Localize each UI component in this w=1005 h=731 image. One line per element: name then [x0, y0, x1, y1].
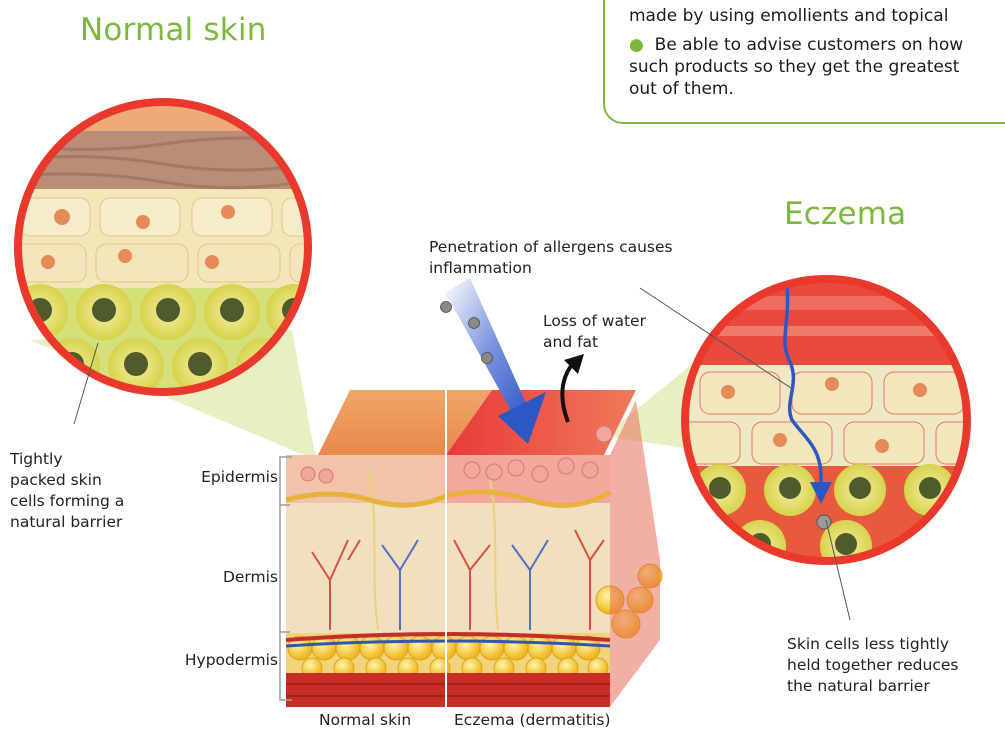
- label-dermis: Dermis: [223, 567, 278, 588]
- label-water-line-2: and fat: [543, 332, 646, 353]
- textbox-line-2-text: Be able to advise customers on how: [655, 35, 963, 55]
- label-allergens-line-1: Penetration of allergens causes: [429, 237, 673, 258]
- label-loose-line-2: held together reduces: [787, 655, 958, 676]
- label-tight-line-3: cells forming a: [10, 491, 124, 512]
- label-water-line-1: Loss of water: [543, 311, 646, 332]
- label-allergens: Penetration of allergens causes inflamma…: [429, 237, 673, 279]
- heading-eczema: Eczema: [784, 196, 906, 232]
- label-hypodermis: Hypodermis: [185, 650, 278, 671]
- label-allergens-line-2: inflammation: [429, 258, 673, 279]
- skin-cross-section: [280, 390, 662, 707]
- textbox-line-2: ● Be able to advise customers on how: [629, 34, 963, 56]
- textbox-line-4: out of them.: [629, 78, 734, 100]
- label-water-loss: Loss of water and fat: [543, 311, 646, 353]
- label-tightly-packed: Tightly packed skin cells forming a natu…: [10, 449, 124, 533]
- caption-normal-skin: Normal skin: [319, 710, 411, 731]
- caption-eczema: Eczema (dermatitis): [454, 710, 611, 731]
- label-loose-cells: Skin cells less tightly held together re…: [787, 634, 958, 697]
- label-epidermis: Epidermis: [201, 467, 278, 488]
- label-tight-line-2: packed skin: [10, 470, 124, 491]
- textbox-line-3: such products so they get the greatest: [629, 56, 959, 78]
- heading-normal-skin: Normal skin: [80, 12, 267, 48]
- textbox-line-1: made by using emollients and topical: [629, 5, 948, 27]
- label-tight-line-4: natural barrier: [10, 512, 124, 533]
- label-loose-line-3: the natural barrier: [787, 676, 958, 697]
- info-textbox: made by using emollients and topical ● B…: [603, 0, 1005, 124]
- label-loose-line-1: Skin cells less tightly: [787, 634, 958, 655]
- bullet-icon: ●: [629, 35, 644, 55]
- label-tight-line-1: Tightly: [10, 449, 124, 470]
